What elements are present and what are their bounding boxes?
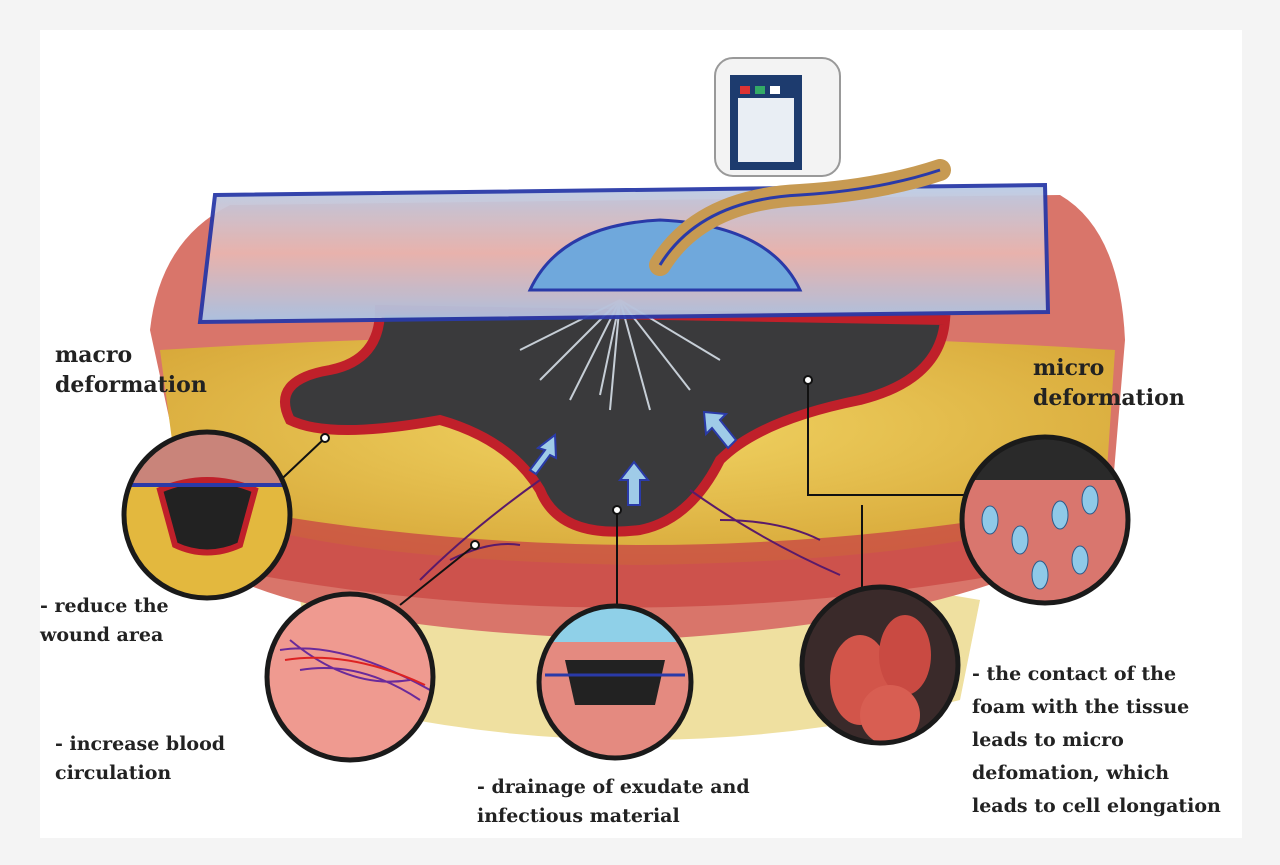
label-line: macro — [55, 342, 133, 368]
label-line: circulation — [55, 762, 172, 784]
wound-cavity — [280, 304, 951, 537]
label-macro-deformation: macro deformation — [55, 340, 207, 400]
label-line: deformation — [1033, 385, 1185, 411]
label-line: leads to micro — [972, 729, 1124, 751]
pointer-lines — [269, 380, 1000, 606]
label-line: defomation, which — [972, 762, 1170, 784]
label-line: - increase blood — [55, 733, 226, 755]
label-line: wound area — [40, 624, 164, 646]
detail-circle-tissue — [799, 584, 961, 746]
label-reduce-wound-area: - reduce the wound area — [40, 592, 169, 650]
suction-arrows — [528, 410, 738, 506]
label-micro-deformation: micro deformation — [1033, 353, 1185, 413]
label-line: - drainage of exudate and — [477, 776, 750, 798]
detail-circle-cells — [959, 434, 1131, 606]
label-line: foam with the tissue — [972, 696, 1190, 718]
label-line: - the contact of the — [972, 663, 1177, 685]
detail-circle-macro — [121, 429, 293, 601]
blood-vessels — [419, 479, 841, 581]
pointer-dots — [320, 375, 813, 550]
muscle-layer — [190, 500, 1100, 608]
label-line: - reduce the — [40, 595, 169, 617]
label-line: deformation — [55, 372, 207, 398]
label-foam-contact: - the contact of the foam with the tissu… — [972, 658, 1221, 823]
label-line: infectious material — [477, 805, 680, 827]
label-line: micro — [1033, 355, 1105, 381]
label-increase-blood-circulation: - increase blood circulation — [55, 730, 225, 788]
npwt-device — [714, 57, 841, 177]
detail-circle-drainage — [536, 603, 694, 761]
detail-circle-blood — [264, 591, 436, 763]
suction-tube-outline — [658, 168, 941, 266]
label-drainage: - drainage of exudate and infectious mat… — [477, 773, 750, 831]
label-line: leads to cell elongation — [972, 795, 1221, 817]
